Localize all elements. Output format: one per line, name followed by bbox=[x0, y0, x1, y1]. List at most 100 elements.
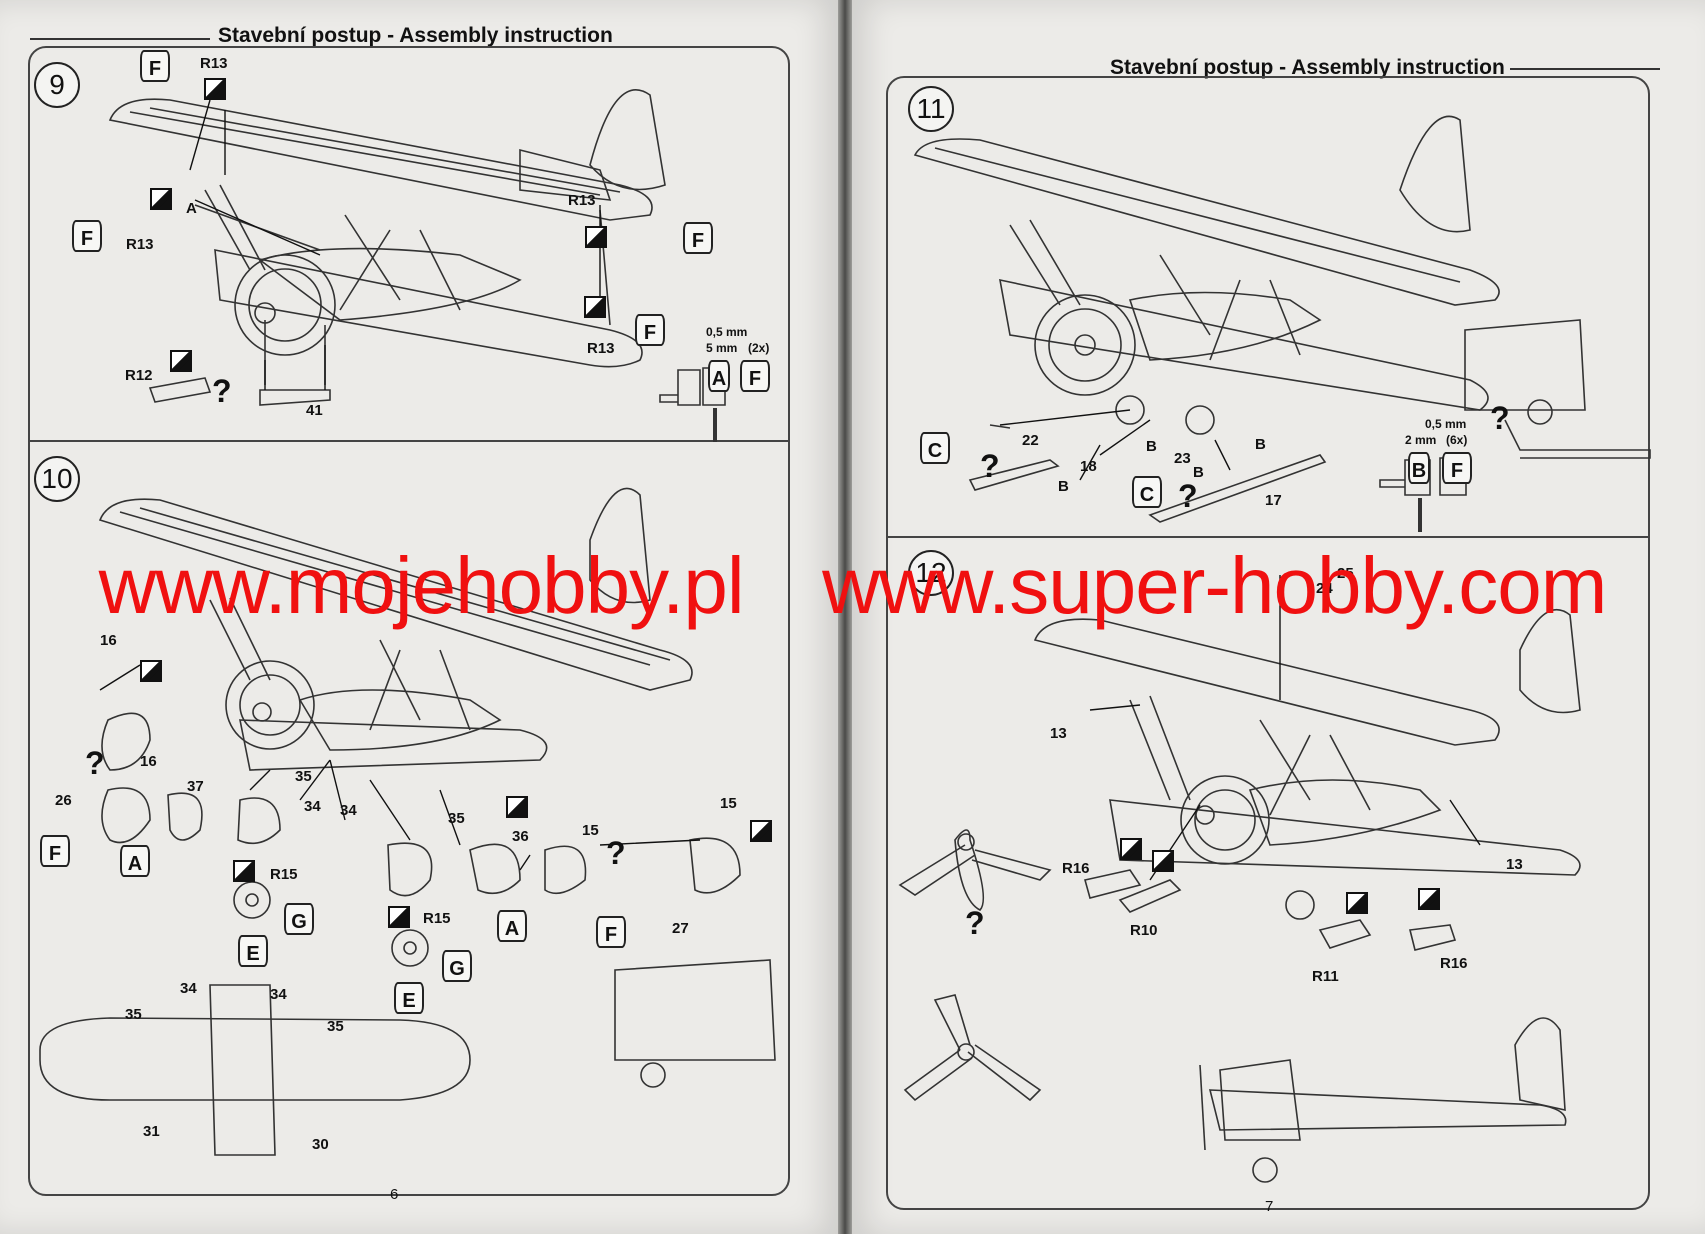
decal-label: R16 bbox=[1440, 955, 1468, 972]
decal-icon bbox=[1346, 892, 1368, 914]
decal-label: R16 bbox=[1062, 860, 1090, 877]
book-gutter bbox=[838, 0, 852, 1234]
step-9-biplane-drawing bbox=[108, 89, 666, 406]
part-number: 17 bbox=[1265, 492, 1282, 509]
part-number: 23 bbox=[1174, 450, 1191, 467]
step-10-wheel-spats bbox=[39, 712, 776, 1156]
part-number: 13 bbox=[1050, 725, 1067, 742]
pointer-label: A bbox=[186, 200, 197, 217]
paint-can-F: F bbox=[635, 314, 665, 346]
paint-can-G: G bbox=[442, 950, 472, 982]
page-number-right: 7 bbox=[1265, 1198, 1274, 1215]
decal-label: R15 bbox=[270, 866, 298, 883]
part-number: 13 bbox=[1506, 856, 1523, 873]
drill-quantity: (2x) bbox=[748, 341, 770, 355]
decal-icon bbox=[233, 860, 255, 882]
part-number: 34 bbox=[270, 986, 287, 1003]
paint-can-F: F bbox=[596, 916, 626, 948]
question-mark: ? bbox=[85, 745, 105, 781]
part-number: 22 bbox=[1022, 432, 1039, 449]
drill-diameter: 0,5 mm bbox=[706, 325, 748, 339]
left-header-rule bbox=[30, 38, 210, 40]
decal-label: R15 bbox=[423, 910, 451, 927]
part-number: 27 bbox=[672, 920, 689, 937]
decal-label: R13 bbox=[126, 236, 154, 253]
part-number: 34 bbox=[340, 802, 357, 819]
drill-diameter: 0,5 mm bbox=[1425, 417, 1467, 431]
paint-can-F: F bbox=[72, 220, 102, 252]
part-number: 18 bbox=[1080, 458, 1097, 475]
question-mark: ? bbox=[965, 905, 985, 941]
paint-can-F: F bbox=[683, 222, 713, 254]
part-number: 35 bbox=[125, 1006, 142, 1023]
paint-can-F: F bbox=[1442, 452, 1472, 484]
question-mark: ? bbox=[1178, 478, 1198, 514]
question-mark: ? bbox=[1490, 400, 1510, 436]
decal-icon bbox=[388, 906, 410, 928]
part-number: 31 bbox=[143, 1123, 160, 1140]
paint-can-C: C bbox=[920, 432, 950, 464]
paint-can-E: E bbox=[238, 935, 268, 967]
left-instruction-panel bbox=[28, 46, 790, 1196]
decal-label: R11 bbox=[1312, 968, 1339, 985]
part-number: 37 bbox=[187, 778, 204, 795]
question-mark: ? bbox=[980, 448, 1000, 484]
step-11-biplane-drawing bbox=[913, 115, 1651, 523]
question-mark: ? bbox=[212, 373, 232, 409]
part-number: 36 bbox=[512, 828, 529, 845]
part-number: 25 bbox=[1337, 565, 1354, 582]
paint-can-B: B bbox=[1408, 452, 1430, 484]
drill-quantity: (6x) bbox=[1446, 433, 1468, 447]
page-number-left: 6 bbox=[390, 1186, 399, 1203]
part-number: 35 bbox=[448, 810, 465, 827]
decal-icon bbox=[584, 296, 606, 318]
part-number: 16 bbox=[100, 632, 117, 649]
decal-label: R13 bbox=[587, 340, 615, 357]
left-step-divider bbox=[28, 440, 790, 442]
paint-can-C: C bbox=[1132, 476, 1162, 508]
part-number: 15 bbox=[720, 795, 737, 812]
decal-icon bbox=[140, 660, 162, 682]
decal-icon bbox=[750, 820, 772, 842]
paint-can-A: A bbox=[120, 845, 150, 877]
decal-icon bbox=[150, 188, 172, 210]
decal-icon bbox=[585, 226, 607, 248]
left-header: Stavební postup - Assembly instruction bbox=[218, 24, 613, 47]
part-number: 26 bbox=[55, 792, 72, 809]
pointer-label: B bbox=[1255, 436, 1266, 453]
part-number: 30 bbox=[312, 1136, 329, 1153]
decal-icon bbox=[1120, 838, 1142, 860]
pointer-label: B bbox=[1193, 464, 1204, 481]
part-number: 34 bbox=[180, 980, 197, 997]
part-number: 15 bbox=[582, 822, 599, 839]
decal-label: R13 bbox=[200, 55, 228, 72]
step-10-number: 10 bbox=[34, 456, 80, 502]
decal-label: R10 bbox=[1130, 922, 1158, 939]
paint-can-E: E bbox=[394, 982, 424, 1014]
part-number: 16 bbox=[140, 753, 157, 770]
decal-icon bbox=[1418, 888, 1440, 910]
paint-can-F: F bbox=[40, 835, 70, 867]
drill-depth: 5 mm bbox=[706, 341, 738, 355]
step-9-number: 9 bbox=[34, 62, 80, 108]
question-mark: ? bbox=[606, 835, 626, 871]
step-10-biplane-drawing bbox=[98, 487, 693, 771]
left-page bbox=[0, 0, 842, 1234]
watermark: www.mojehobby.pl www.super-hobby.com bbox=[0, 540, 1705, 632]
part-number: 24 bbox=[1316, 580, 1333, 597]
decal-icon bbox=[1152, 850, 1174, 872]
decal-icon bbox=[170, 350, 192, 372]
decal-icon bbox=[506, 796, 528, 818]
part-number: 35 bbox=[327, 1018, 344, 1035]
right-header: Stavební postup - Assembly instruction bbox=[1110, 56, 1505, 79]
part-number: 34 bbox=[304, 798, 321, 815]
paint-can-F: F bbox=[140, 50, 170, 82]
right-step-divider bbox=[886, 536, 1650, 538]
decal-icon bbox=[204, 78, 226, 100]
watermark-left: www.mojehobby.pl bbox=[98, 541, 745, 630]
drill-depth: 2 mm bbox=[1405, 433, 1437, 447]
step-12-biplane-drawing bbox=[898, 608, 1581, 1183]
pointer-label: B bbox=[1146, 438, 1157, 455]
decal-label: R12 bbox=[125, 367, 153, 384]
